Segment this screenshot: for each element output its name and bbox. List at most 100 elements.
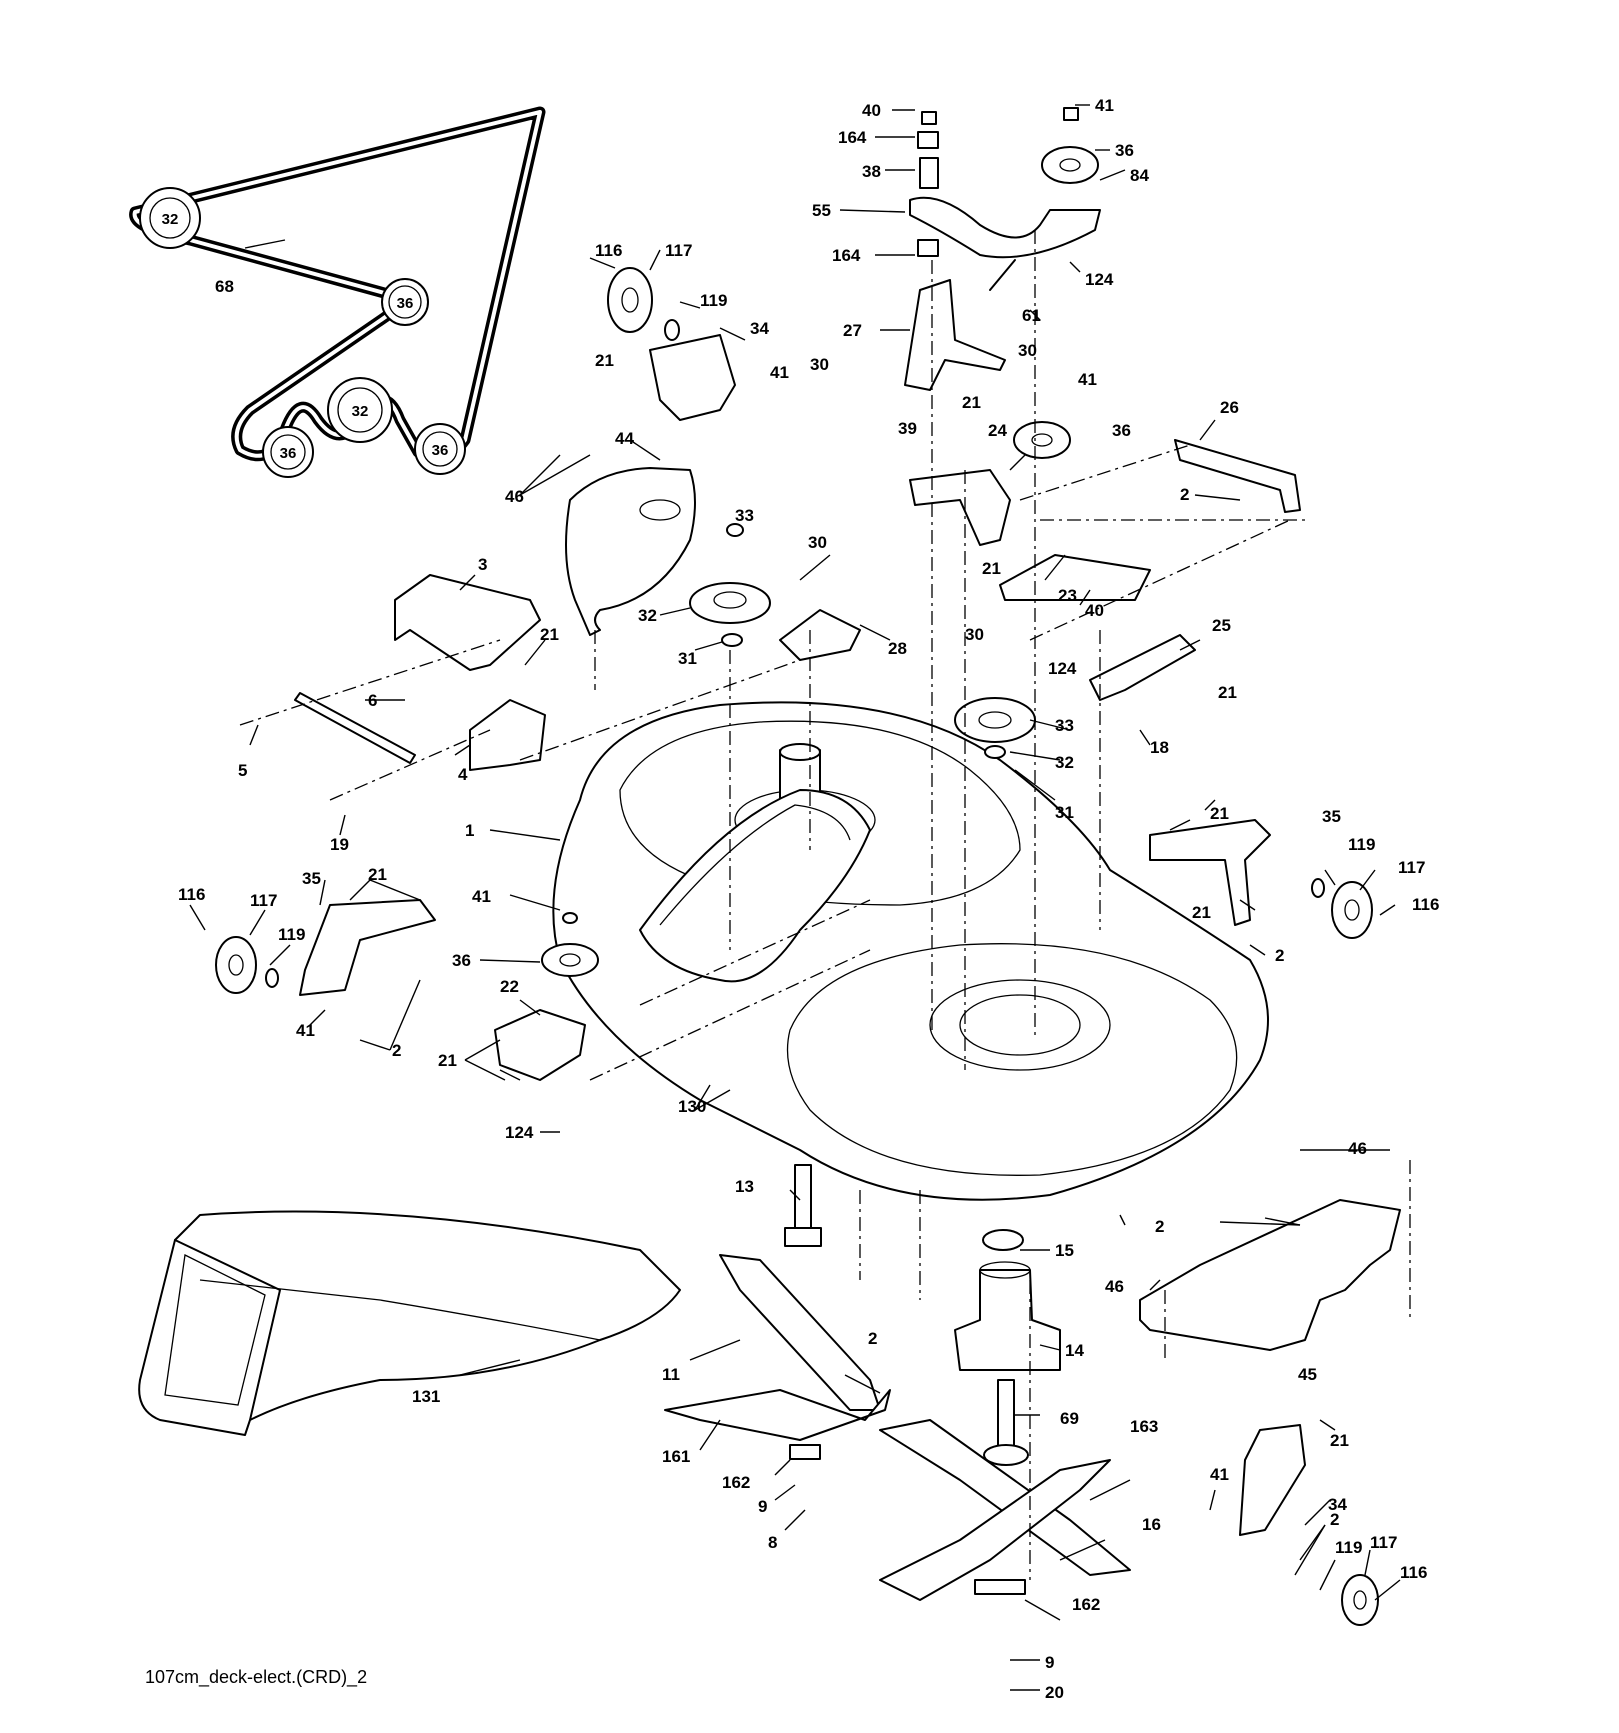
callout: 6 (368, 691, 377, 710)
callout: 2 (392, 1041, 401, 1060)
callout: 30 (965, 625, 984, 644)
belt-pulley-d-label: 36 (280, 445, 297, 462)
leader-lines (189, 104, 1401, 1691)
callout: 34 (750, 319, 769, 338)
belt-pulley-b-label: 36 (397, 295, 414, 312)
callout: 16 (1142, 1515, 1161, 1534)
callout: 21 (1210, 804, 1229, 823)
belt-pulley-e: 36 (414, 423, 466, 475)
callout: 41 (1210, 1465, 1229, 1484)
callout: 41 (296, 1021, 315, 1040)
callout: 21 (982, 559, 1001, 578)
callout: 32 (638, 606, 657, 625)
callout: 36 (1115, 141, 1134, 160)
belt-pulley-a-label: 32 (162, 211, 179, 228)
callout: 119 (1348, 835, 1375, 854)
callout: 46 (505, 487, 524, 506)
callout: 30 (1018, 341, 1037, 360)
callout: 124 (1048, 659, 1077, 678)
callout: 31 (678, 649, 697, 668)
callout: 117 (250, 891, 277, 910)
belt-pulley-c: 32 (327, 377, 393, 443)
callout: 4 (458, 765, 468, 784)
belt-pulley-b: 36 (381, 278, 429, 326)
callout: 34 (1328, 1495, 1347, 1514)
callout: 41 (770, 363, 789, 382)
callout: 21 (438, 1051, 457, 1070)
callout: 21 (962, 393, 981, 412)
callout: 25 (1212, 616, 1231, 635)
parts (215, 107, 1401, 1626)
callout: 161 (662, 1447, 690, 1466)
callout: 41 (472, 887, 491, 906)
callout: 27 (843, 321, 862, 340)
callout: 84 (1130, 166, 1149, 185)
callout: 21 (1218, 683, 1237, 702)
callout: 46 (1105, 1277, 1124, 1296)
callout: 116 (1400, 1563, 1427, 1582)
callout: 124 (505, 1123, 534, 1142)
callout: 36 (452, 951, 471, 970)
callout: 3 (478, 555, 487, 574)
callout: 13 (735, 1177, 754, 1196)
callout: 21 (595, 351, 614, 370)
callout: 119 (1335, 1538, 1362, 1557)
callout: 164 (832, 246, 861, 265)
alignment-lines (239, 230, 1411, 1580)
callout: 21 (540, 625, 559, 644)
callout: 40 (862, 101, 881, 120)
callout: 23 (1058, 586, 1077, 605)
callout: 33 (735, 506, 754, 525)
belt-pulley-a: 32 (139, 187, 201, 249)
callout: 2 (1275, 946, 1284, 965)
cutting-deck-shell (552, 701, 1269, 1201)
callout: 2 (1180, 485, 1189, 504)
callout: 44 (615, 429, 634, 448)
drive-belt-diagram: 32 36 32 36 36 (129, 106, 546, 478)
callout: 40 (1085, 601, 1104, 620)
callout: 35 (302, 869, 321, 888)
discharge-chute (138, 1210, 681, 1436)
callout: 2 (1155, 1217, 1164, 1236)
callout: 116 (1412, 895, 1439, 914)
callout: 5 (238, 761, 247, 780)
callout: 21 (1192, 903, 1211, 922)
callout: 22 (500, 977, 519, 996)
callout: 20 (1045, 1683, 1064, 1702)
callout: 31 (1055, 803, 1074, 822)
callout: 117 (665, 241, 692, 260)
callout: 45 (1298, 1365, 1317, 1384)
callout: 30 (810, 355, 829, 374)
callout: 32 (1055, 753, 1074, 772)
callout: 8 (768, 1533, 777, 1552)
callout: 15 (1055, 1241, 1074, 1260)
callout: 119 (278, 925, 305, 944)
callout: 41 (1095, 96, 1114, 115)
callout: 2 (1330, 1510, 1339, 1529)
diagram-caption: 107cm_deck-elect.(CRD)_2 (145, 1667, 367, 1688)
callout: 24 (988, 421, 1007, 440)
callout: 2 (868, 1329, 877, 1348)
callout: 117 (1370, 1533, 1397, 1552)
callout: 164 (838, 128, 867, 147)
callout: 9 (758, 1497, 767, 1516)
callout: 162 (1072, 1595, 1100, 1614)
callout: 162 (722, 1473, 750, 1492)
callout: 21 (1330, 1431, 1349, 1450)
callout: 11 (662, 1365, 680, 1384)
callout: 61 (1022, 306, 1041, 325)
callout: 69 (1060, 1409, 1079, 1428)
callout: 19 (330, 835, 349, 854)
callout: 46 (1348, 1139, 1367, 1158)
callout: 9 (1045, 1653, 1054, 1672)
callout: 68 (215, 277, 234, 296)
callout: 39 (898, 419, 917, 438)
callout: 14 (1065, 1341, 1084, 1360)
callout: 131 (412, 1387, 440, 1406)
callout: 38 (862, 162, 881, 181)
belt-pulley-c-label: 32 (352, 403, 369, 420)
callout: 116 (595, 241, 622, 260)
callout: 124 (1085, 270, 1114, 289)
callout: 28 (888, 639, 907, 658)
